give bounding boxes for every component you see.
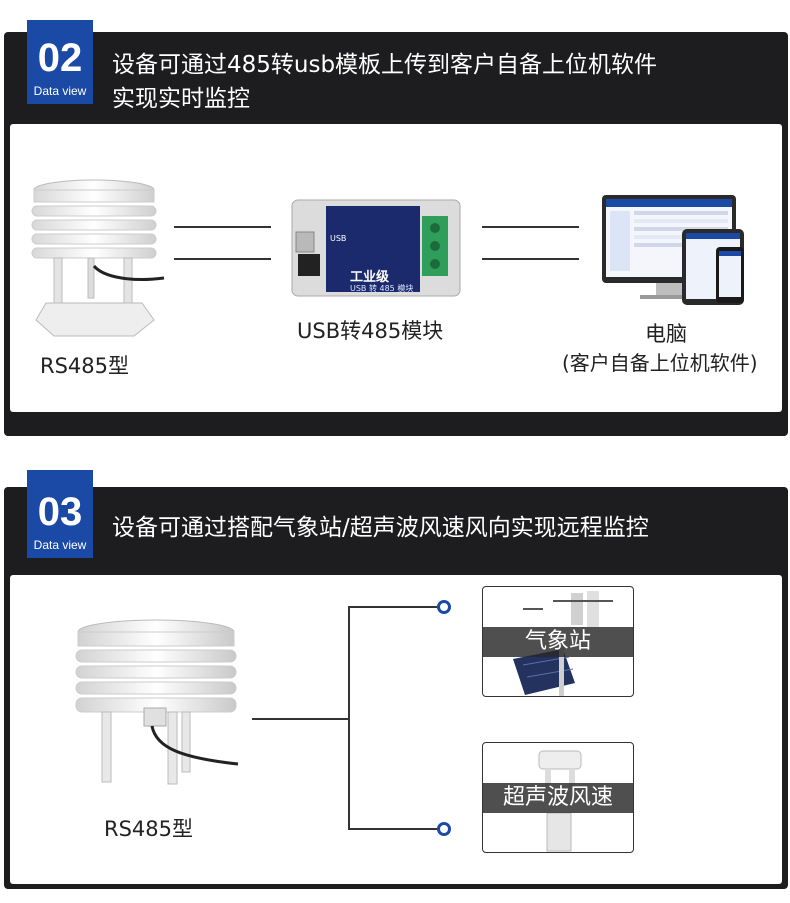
usb-485-module-image: 工业级 USB 转 485 模块 USB bbox=[290, 196, 462, 300]
badge-subtitle: Data view bbox=[33, 538, 87, 552]
section-heading-03: 设备可通过搭配气象站/超声波风速风向实现远程监控 bbox=[112, 515, 649, 541]
badge-number: 02 bbox=[37, 36, 83, 80]
connector-line bbox=[482, 226, 579, 228]
connector-line bbox=[348, 606, 438, 608]
module-plate-title: 工业级 bbox=[350, 270, 390, 285]
module-label: USB转485模块 bbox=[297, 319, 444, 343]
option-label-ultrasonic-wind: 超声波风速 bbox=[483, 783, 633, 813]
section-badge-03: 03 Data view bbox=[27, 470, 93, 558]
ultrasonic-wind-card: 超声波风速 bbox=[482, 742, 634, 853]
heading-line-2: 实现实时监控 bbox=[112, 86, 250, 112]
section-badge-02: 02 Data view bbox=[27, 20, 93, 104]
computer-devices-image bbox=[602, 195, 744, 305]
section-heading-02: 设备可通过485转usb模板上传到客户自备上位机软件 实现实时监控 bbox=[112, 48, 752, 116]
weather-station-image bbox=[513, 591, 613, 696]
sensor-rs485-image bbox=[31, 179, 165, 337]
connector-line bbox=[348, 606, 350, 830]
ultrasonic-wind-image bbox=[538, 750, 582, 852]
connector-dot bbox=[437, 822, 451, 836]
connector-line bbox=[174, 258, 271, 260]
connector-line bbox=[348, 828, 438, 830]
connector-dot bbox=[437, 600, 451, 614]
weather-station-card: 气象站 bbox=[482, 586, 634, 697]
connector-line bbox=[482, 258, 579, 260]
module-port-text: USB bbox=[330, 234, 347, 243]
badge-number: 03 bbox=[37, 490, 83, 534]
connector-line bbox=[174, 226, 271, 228]
sensor-label-03: RS485型 bbox=[104, 817, 194, 841]
heading-line-1: 设备可通过485转usb模板上传到客户自备上位机软件 bbox=[112, 52, 658, 78]
option-label-weather-station: 气象站 bbox=[483, 627, 633, 657]
module-plate-subtitle: USB 转 485 模块 bbox=[350, 284, 414, 293]
computer-sublabel: (客户自备上位机软件) bbox=[562, 351, 758, 375]
sensor-label-02: RS485型 bbox=[40, 354, 130, 378]
sensor-rs485-image bbox=[75, 619, 239, 785]
connector-line bbox=[252, 718, 349, 720]
computer-label: 电脑 bbox=[645, 322, 687, 346]
badge-subtitle: Data view bbox=[33, 84, 87, 98]
